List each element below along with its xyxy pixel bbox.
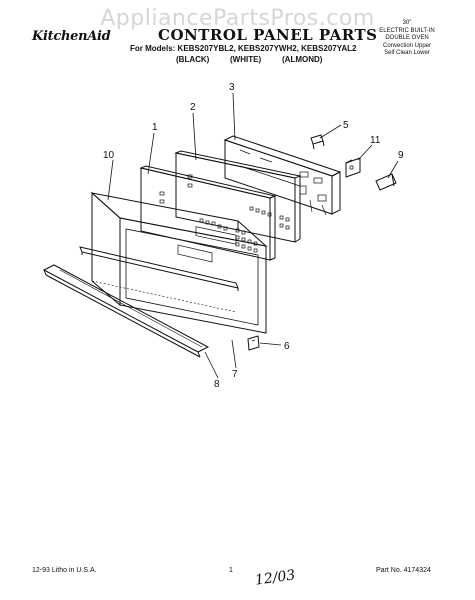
- callout-1: 1: [152, 122, 158, 133]
- part-number: Part No. 4174324: [376, 567, 431, 574]
- page-title: CONTROL PANEL PARTS: [158, 26, 378, 44]
- callout-5: 5: [343, 120, 349, 131]
- callout-7: 7: [232, 369, 238, 380]
- desc-config: DOUBLE OVEN: [385, 35, 429, 41]
- callout-10: 10: [103, 150, 115, 161]
- part-10-frame: [90, 191, 268, 334]
- part-6-fastener: [247, 335, 260, 351]
- part-5-clip: [310, 134, 325, 150]
- appliance-description: 30" ELECTRIC BUILT-IN DOUBLE OVEN Convec…: [362, 20, 452, 58]
- leader-lines: [107, 92, 399, 379]
- footer-litho: 12-93 Litho in U.S.A.: [32, 567, 97, 574]
- callout-11: 11: [370, 135, 381, 146]
- desc-lower: Self Clean Lower: [384, 50, 430, 56]
- desc-size: 30": [402, 20, 412, 26]
- callout-3: 3: [229, 82, 235, 93]
- page-number: 1: [229, 567, 233, 574]
- variant-white: (WHITE): [230, 55, 262, 64]
- watermark: AppliancePartsPros.com: [100, 6, 375, 31]
- model-list: For Models: KEBS207YBL2, KEBS207YWH2, KE…: [130, 44, 357, 53]
- part-3-electronic-control: [223, 135, 342, 216]
- desc-upper: Convection Upper: [382, 42, 432, 49]
- variant-black: (BLACK): [176, 55, 210, 64]
- variant-almond: (ALMOND): [282, 55, 323, 64]
- part-9-clip: [375, 173, 397, 191]
- part-11-bracket: [345, 157, 361, 178]
- callout-8: 8: [214, 379, 220, 390]
- brand-logo: KitchenAid: [32, 29, 111, 44]
- part-8-trim: [42, 264, 210, 358]
- part-7-strip: [79, 246, 239, 291]
- desc-type: ELECTRIC BUILT-IN: [379, 27, 435, 34]
- part-1-overlay: [139, 165, 277, 263]
- callout-2: 2: [190, 102, 196, 113]
- callout-6: 6: [284, 341, 290, 352]
- part-2-board: [174, 150, 302, 245]
- callout-9: 9: [398, 150, 404, 161]
